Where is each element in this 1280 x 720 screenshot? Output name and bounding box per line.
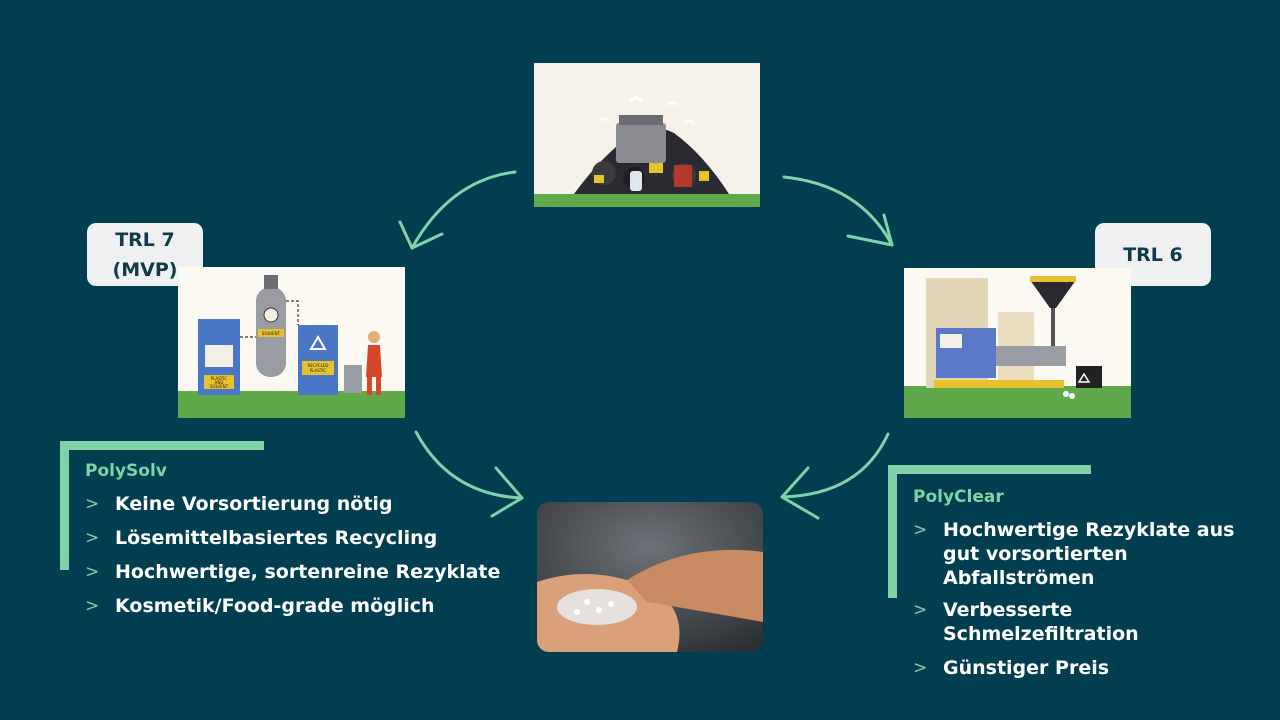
polysolv-plant-image: PLASTIC AND SOLVENT SOLVENT RECYCLED PLA… xyxy=(178,267,405,418)
bullet-text: Hochwertige, sortenreine Rezyklate xyxy=(115,561,501,583)
bullet-marker: > xyxy=(85,528,100,548)
polyclear-title: PolyClear xyxy=(913,487,1004,507)
arrow-waste-to-polysolv xyxy=(410,170,517,250)
granulate-hand-photo xyxy=(537,502,763,652)
bullet-text: Keine Vorsortierung nötig xyxy=(115,493,393,515)
polysolv-bullet: > Hochwertige, sortenreine Rezyklate xyxy=(85,560,505,584)
bin-right-text-1: RECYCLED xyxy=(308,363,329,368)
bin-left-text-2: AND xyxy=(215,380,224,385)
polysolv-bracket xyxy=(60,441,264,570)
polysolv-title: PolySolv xyxy=(85,461,167,481)
bullet-text: Hochwertige Rezyklate aus gut vorsortier… xyxy=(943,519,1235,589)
polyclear-bracket xyxy=(888,465,1091,598)
polysolv-bullet: > Keine Vorsortierung nötig xyxy=(85,492,505,516)
trl6-badge: TRL 6 xyxy=(1095,223,1211,286)
arrow-waste-to-polyclear xyxy=(782,175,894,247)
bullet-marker: > xyxy=(913,600,928,620)
waste-pile-image xyxy=(534,63,760,207)
bullet-text: Verbesserte Schmelzefiltration xyxy=(943,599,1139,645)
bullet-marker: > xyxy=(85,596,100,616)
polysolv-bullet: > Lösemittelbasiertes Recycling xyxy=(85,526,505,550)
bullet-text: Günstiger Preis xyxy=(943,657,1110,679)
bullet-text: Kosmetik/Food-grade möglich xyxy=(115,595,435,617)
tank-text: SOLVENT xyxy=(262,331,281,336)
polyclear-bullet: > Hochwertige Rezyklate aus gut vorsortie… xyxy=(913,518,1273,590)
bin-right-text-2: PLASTIC xyxy=(310,368,327,373)
arrow-polyclear-to-granulate xyxy=(780,432,890,499)
bullet-marker: > xyxy=(913,658,928,678)
bullet-marker: > xyxy=(85,494,100,514)
trl7-line1: TRL 7 xyxy=(115,228,175,251)
polyclear-bullet: > Günstiger Preis xyxy=(913,656,1273,680)
polyclear-bullet-list: > Hochwertige Rezyklate aus gut vorsortie… xyxy=(913,518,1273,680)
polysolv-bullet: > Kosmetik/Food-grade möglich xyxy=(85,594,505,618)
bullet-marker: > xyxy=(85,562,100,582)
bullet-text: Lösemittelbasiertes Recycling xyxy=(115,527,438,549)
polyclear-bullet: > Verbesserte Schmelzefiltration xyxy=(913,598,1273,646)
bin-left-text-3: SOLVENT xyxy=(210,384,229,389)
trl6-label: TRL 6 xyxy=(1123,243,1183,266)
trl7-line2: (MVP) xyxy=(112,258,178,281)
polyclear-extruder-image xyxy=(904,268,1131,418)
bin-left-text-1: PLASTIC xyxy=(211,376,228,381)
polysolv-bullet-list: > Keine Vorsortierung nötig > Lösemittelba… xyxy=(85,492,505,618)
bullet-marker: > xyxy=(913,520,928,540)
arrow-polysolv-to-granulate xyxy=(414,430,524,500)
